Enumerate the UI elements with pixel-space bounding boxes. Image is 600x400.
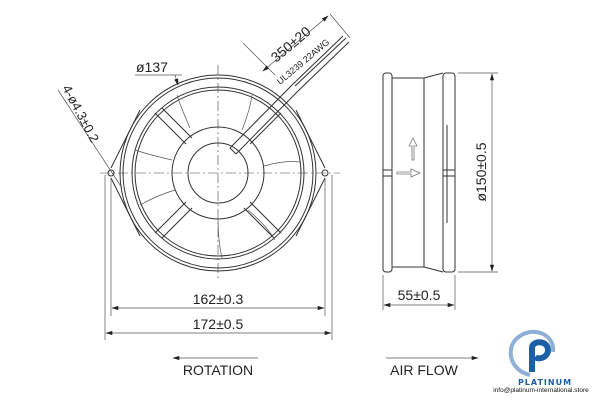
spokes — [154, 107, 282, 239]
body-marks — [383, 169, 455, 177]
rotation-label: ROTATION — [183, 362, 253, 378]
flange — [110, 109, 326, 237]
logo-email: info@platinum-international.store — [493, 387, 589, 394]
front-flange — [382, 72, 393, 273]
airflow-label: AIR FLOW — [390, 362, 458, 378]
mount-hole-left — [107, 169, 115, 177]
side-view: ø150±0.5 55±0.5 — [382, 72, 498, 310]
body — [392, 72, 444, 273]
platinum-logo-icon — [508, 329, 556, 377]
mount-hole-right — [321, 169, 329, 177]
diameter-label: ø150±0.5 — [473, 142, 489, 201]
hub — [187, 142, 249, 204]
blade-diameter-label: ø137 — [136, 59, 168, 75]
hole-dim-leader — [57, 89, 123, 189]
guard-ring — [131, 86, 305, 260]
outer-ring-inner — [122, 77, 314, 269]
lead-dim-line — [262, 15, 329, 72]
rotation-indicator-arrow — [408, 137, 418, 161]
blade-dim-arrow — [174, 74, 179, 86]
depth-label: 55±0.5 — [398, 287, 441, 303]
airflow-indicator-arrow — [396, 168, 421, 178]
lead-dim-ext2 — [329, 13, 351, 39]
blades — [134, 94, 301, 259]
outer-ring — [119, 74, 317, 272]
hole-label: 4-ø4.3±0.2 — [59, 82, 102, 144]
logo-block: PLATINUM info@platinum-international.sto… — [490, 326, 600, 400]
front-view: 350±20 UL3239 22AWG ø137 4-ø4.3±0.2 162±… — [57, 13, 351, 340]
logo-name: PLATINUM — [517, 378, 573, 387]
hole-spacing-label: 162±0.3 — [193, 291, 244, 307]
rear-flange — [442, 72, 456, 273]
lead-dim-ext1 — [242, 42, 276, 76]
overall-width-label: 172±0.5 — [193, 316, 244, 332]
guard-ring-inner — [134, 89, 302, 257]
